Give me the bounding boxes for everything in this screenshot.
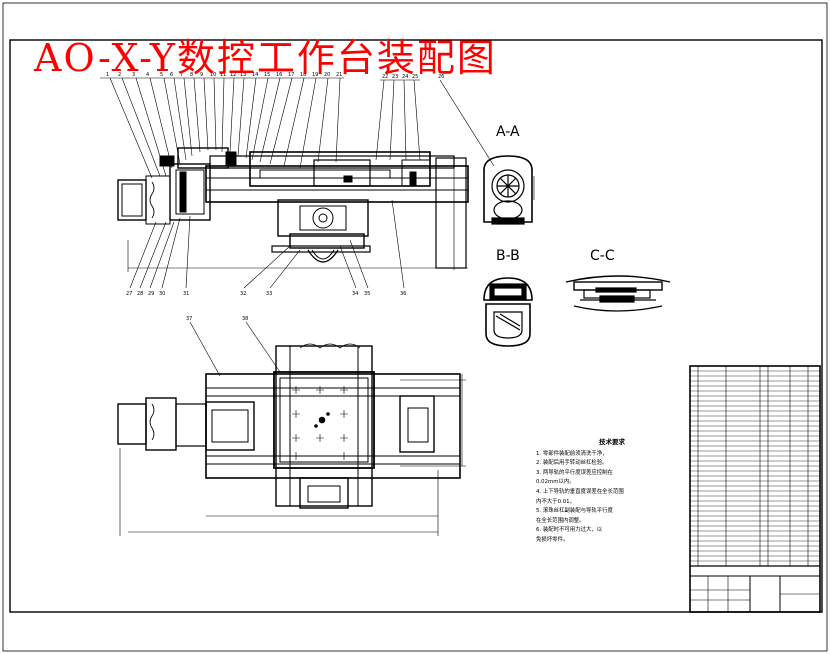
svg-text:18: 18 [300,72,306,78]
parts-list-rows [690,370,820,562]
top-view [117,321,466,536]
svg-text:24: 24 [402,74,408,80]
svg-text:13: 13 [240,72,246,78]
svg-text:7: 7 [180,72,183,78]
drawing-title: AO-X-Y数控工作台装配图 [34,36,497,80]
svg-text:22: 22 [382,74,388,80]
svg-text:6: 6 [170,72,173,78]
svg-text:29: 29 [148,291,154,297]
svg-text:27: 27 [126,291,132,297]
svg-text:4: 4 [146,72,149,78]
svg-text:33: 33 [266,291,272,297]
svg-text:30: 30 [159,291,165,297]
svg-text:15: 15 [264,72,270,78]
section-label-cc: C-C [590,248,615,264]
svg-text:31: 31 [183,291,189,297]
svg-text:25: 25 [412,74,418,80]
requirement-line: 3. 两导轨的平行度误差应控制在 [536,469,613,476]
parts-list-table [689,365,821,613]
svg-text:23: 23 [392,74,398,80]
svg-text:2: 2 [118,72,121,78]
drawing-frame [9,39,823,613]
svg-text:3: 3 [132,72,135,78]
section-label-aa: A-A [496,124,520,140]
svg-text:32: 32 [240,291,246,297]
svg-text:26: 26 [438,74,444,80]
requirement-line: 0.02mm以内。 [536,479,575,486]
svg-text:37: 37 [186,316,192,322]
svg-text:16: 16 [276,72,282,78]
svg-text:36: 36 [400,291,406,297]
worktable-hole-pattern [292,386,348,460]
svg-text:10: 10 [210,72,216,78]
requirement-line: 5. 滚珠丝杠副装配与导轨平行度 [536,508,613,515]
svg-text:17: 17 [288,72,294,78]
section-aa-view [483,155,535,225]
svg-text:12: 12 [230,72,236,78]
front-view [100,77,495,289]
svg-text:5: 5 [160,72,163,78]
technical-requirements: 技术要求 1. 零部件装配前须清洗干净， 2. 装配后用手转动丝杠检验。 3. … [536,438,688,546]
top-view-part-numbers: 37 38 [186,316,248,322]
svg-text:9: 9 [200,72,203,78]
section-label-bb: B-B [496,248,520,264]
svg-text:38: 38 [242,316,248,322]
requirement-line: 2. 装配后用手转动丝杠检验。 [536,460,608,467]
svg-text:11: 11 [220,72,226,78]
requirement-line: 免损坏零件。 [536,536,569,543]
requirement-line: 在全长范围内调整。 [536,517,585,524]
section-bb-view [483,277,533,347]
requirement-line: 4. 上下导轨的垂直度误差在全长范围 [536,488,624,495]
svg-text:35: 35 [364,291,370,297]
svg-text:28: 28 [137,291,143,297]
requirement-line: 内不大于0.01。 [536,498,575,505]
svg-text:34: 34 [352,291,358,297]
section-cc-view [565,275,671,312]
svg-text:8: 8 [190,72,193,78]
svg-text:21: 21 [336,72,342,78]
svg-text:19: 19 [312,72,318,78]
svg-text:20: 20 [324,72,330,78]
requirement-line: 6. 装配时不可用力过大，以 [536,527,603,534]
requirement-line: 1. 零部件装配前须清洗干净， [536,450,608,457]
technical-requirements-heading: 技术要求 [599,438,625,446]
svg-text:1: 1 [106,72,109,78]
svg-text:14: 14 [252,72,258,78]
